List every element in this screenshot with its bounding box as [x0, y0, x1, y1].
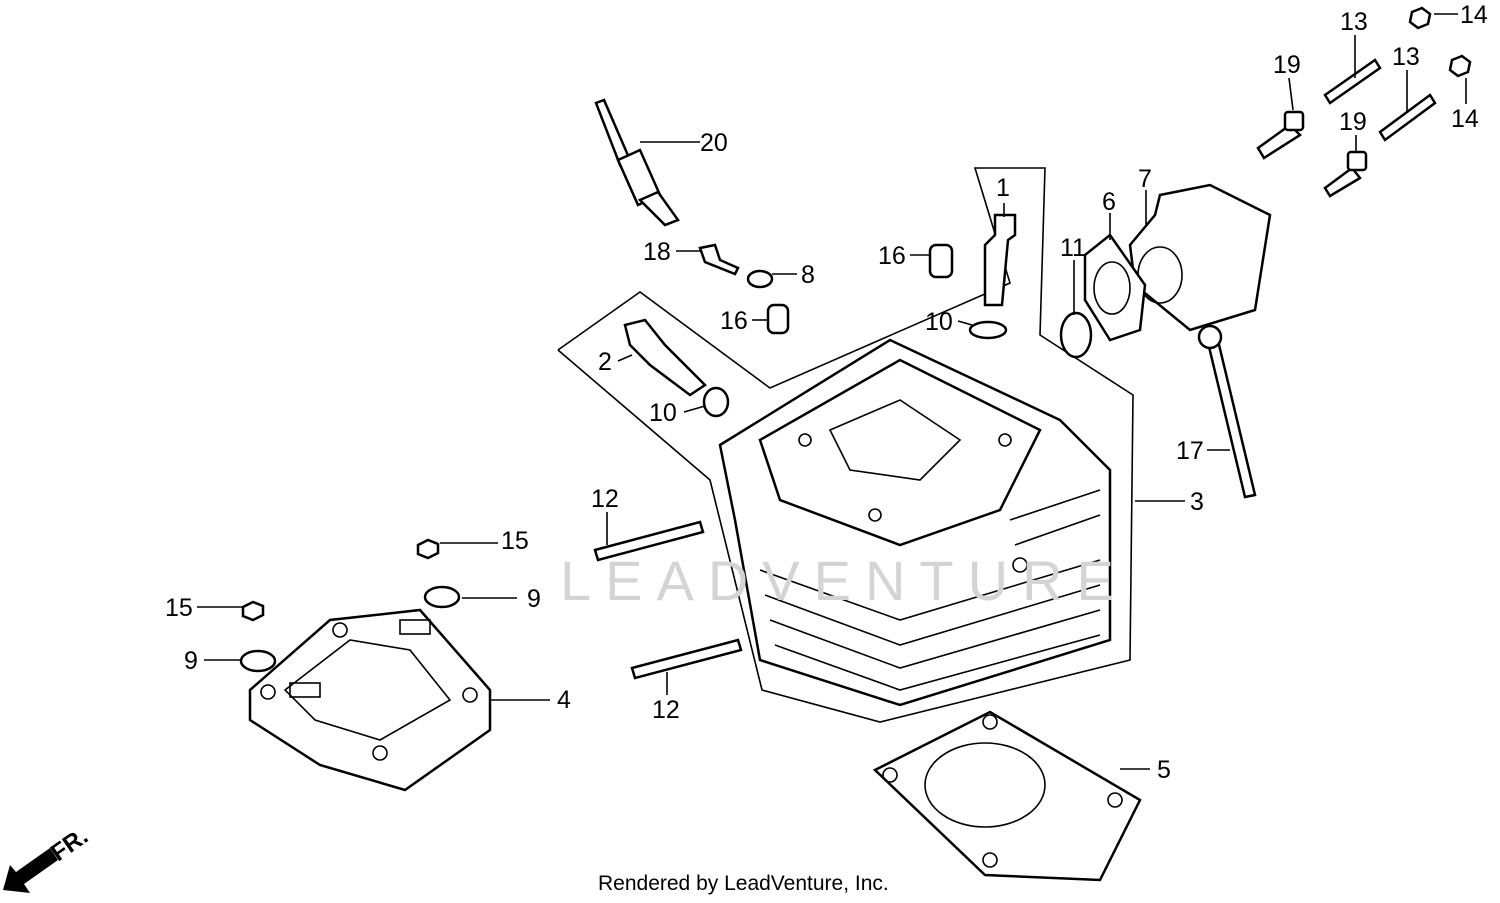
- callout-7[interactable]: 7: [1138, 165, 1152, 193]
- callout-13[interactable]: 13: [1340, 8, 1368, 36]
- callout-2[interactable]: 2: [598, 348, 612, 376]
- callout-12[interactable]: 12: [652, 696, 680, 724]
- bolt-18[interactable]: [698, 243, 740, 276]
- callout-10[interactable]: 10: [925, 308, 953, 336]
- leader-lines: [197, 13, 1467, 770]
- callout-9[interactable]: 9: [184, 647, 198, 675]
- stud-12-a[interactable]: [593, 520, 705, 562]
- callout-19[interactable]: 19: [1339, 108, 1367, 136]
- stud-13-a[interactable]: [1323, 58, 1382, 105]
- bolt-19-a-head[interactable]: [1283, 110, 1305, 132]
- callout-19[interactable]: 19: [1273, 51, 1301, 79]
- dowel-pin-16-a[interactable]: [928, 243, 954, 279]
- callout-9[interactable]: 9: [527, 585, 541, 613]
- valve-guide-exhaust[interactable]: [983, 213, 1017, 307]
- bolt-19-b[interactable]: [1323, 166, 1362, 198]
- group-outline-cylinder-head: [557, 167, 1134, 723]
- intake-insulator[interactable]: [1128, 183, 1272, 332]
- o-ring-10-b[interactable]: [702, 386, 730, 418]
- dowel-pin-16-b[interactable]: [766, 303, 790, 335]
- stud-13-b[interactable]: [1378, 93, 1437, 142]
- callout-14[interactable]: 14: [1451, 105, 1479, 133]
- callout-5[interactable]: 5: [1157, 756, 1171, 784]
- callout-20[interactable]: 20: [700, 129, 728, 157]
- callout-16[interactable]: 16: [720, 307, 748, 335]
- stud-12-b[interactable]: [630, 638, 743, 680]
- nut-15-a[interactable]: [416, 538, 440, 560]
- valve-guide-intake[interactable]: [623, 318, 707, 397]
- callout-15[interactable]: 15: [165, 594, 193, 622]
- washer-9-a[interactable]: [423, 585, 461, 609]
- callout-1[interactable]: 1: [996, 174, 1010, 202]
- spark-plug[interactable]: [594, 98, 680, 227]
- front-direction-indicator: FR.: [3, 823, 93, 893]
- bolt-17-head[interactable]: [1197, 324, 1223, 350]
- bolt-19-b-head[interactable]: [1346, 150, 1368, 172]
- washer-8[interactable]: [746, 269, 774, 289]
- stud-bolt-17[interactable]: [1203, 326, 1257, 499]
- callout-11[interactable]: 11: [1060, 234, 1086, 262]
- callout-16[interactable]: 16: [878, 242, 906, 270]
- callout-14[interactable]: 14: [1460, 1, 1488, 29]
- cylinder-head-gasket[interactable]: [872, 710, 1142, 882]
- callout-12[interactable]: 12: [591, 485, 619, 513]
- nut-14-b[interactable]: [1448, 54, 1472, 78]
- cylinder-head[interactable]: [718, 338, 1112, 707]
- nut-15-b[interactable]: [241, 600, 265, 622]
- callout-15[interactable]: 15: [501, 527, 529, 555]
- bolt-19-a[interactable]: [1256, 123, 1302, 160]
- washer-9-b[interactable]: [239, 649, 277, 673]
- callout-6[interactable]: 6: [1102, 188, 1116, 216]
- callout-13[interactable]: 13: [1392, 43, 1420, 71]
- nut-14-a[interactable]: [1408, 6, 1432, 30]
- callouts: 20 1 16 18 8 16 10 2 10 6 7 11 13 14 19 …: [165, 1, 1488, 784]
- front-arrow-icon: [3, 848, 58, 893]
- watermark: LEADVENTURE: [560, 549, 1128, 612]
- o-ring-10-a[interactable]: [968, 320, 1008, 340]
- footer-credit: Rendered by LeadVenture, Inc.: [598, 872, 889, 895]
- callout-10[interactable]: 10: [649, 399, 677, 427]
- o-ring-11[interactable]: [1059, 311, 1093, 359]
- rocker-arm-holder[interactable]: [248, 608, 492, 792]
- callout-17[interactable]: 17: [1176, 437, 1204, 465]
- callout-4[interactable]: 4: [557, 686, 571, 714]
- callout-8[interactable]: 8: [801, 261, 815, 289]
- callout-18[interactable]: 18: [643, 238, 671, 266]
- callout-3[interactable]: 3: [1190, 488, 1204, 516]
